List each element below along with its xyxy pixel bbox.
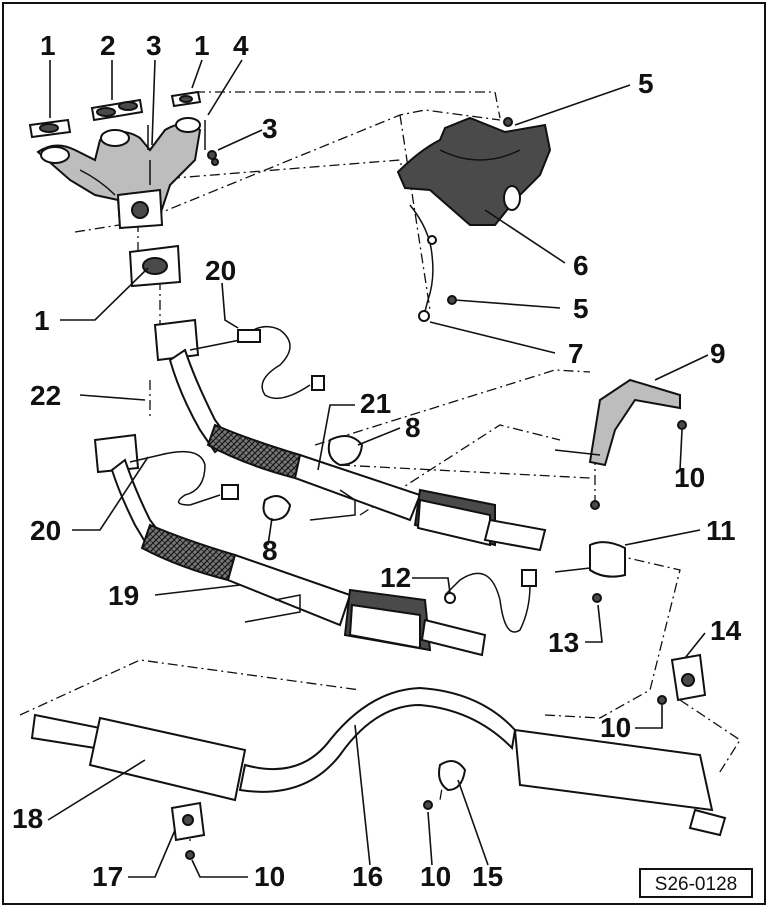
- callout-1: 1: [194, 30, 210, 61]
- callout-9: 9: [710, 338, 726, 369]
- rear-muffler: [513, 728, 727, 837]
- callout-22: 22: [30, 380, 61, 411]
- callout-5: 5: [573, 293, 589, 324]
- gasket-right: [170, 90, 202, 108]
- callout-18: 18: [12, 803, 43, 834]
- callout-8: 8: [405, 412, 421, 443]
- leader-lines: [47, 59, 709, 878]
- oxygen-sensor-lower: [129, 450, 239, 506]
- hanger-8-upper: [309, 435, 364, 521]
- front-pipe-upper: [153, 318, 547, 552]
- callout-4: 4: [233, 30, 249, 61]
- callout-8: 8: [262, 535, 278, 566]
- callout-16: 16: [352, 861, 383, 892]
- front-pipe-lower: [93, 433, 487, 657]
- callout-14: 14: [710, 615, 742, 646]
- hanger-8-lower: [244, 495, 301, 623]
- clamp-15: [423, 760, 467, 810]
- figure-reference: S26-0128: [655, 874, 737, 895]
- flange-gasket: [128, 244, 182, 288]
- exhaust-manifold: [36, 117, 202, 230]
- callout-7: 7: [568, 338, 584, 369]
- callout-10: 10: [674, 462, 705, 493]
- callout-10: 10: [254, 861, 285, 892]
- gasket-left: [28, 118, 72, 139]
- figure-reference-box: S26-0128: [639, 868, 753, 898]
- callout-12: 12: [380, 562, 411, 593]
- callout-19: 19: [108, 580, 139, 611]
- callout-13: 13: [548, 627, 579, 658]
- hanger-17: [170, 801, 206, 860]
- callout-1: 1: [34, 305, 50, 336]
- callout-3: 3: [262, 113, 278, 144]
- callout-11: 11: [706, 515, 736, 546]
- callout-17: 17: [92, 861, 123, 892]
- hanger-14: [657, 653, 707, 705]
- callout-15: 15: [472, 861, 503, 892]
- heat-shield: [396, 116, 552, 226]
- callout-21: 21: [360, 388, 391, 419]
- callout-20: 20: [205, 255, 236, 286]
- callout-20: 20: [30, 515, 61, 546]
- callout-3: 3: [146, 30, 162, 61]
- callout-5: 5: [638, 68, 654, 99]
- dipstick-bracket: [409, 117, 513, 322]
- callout-6: 6: [573, 250, 589, 281]
- clamp-11: [554, 541, 626, 603]
- manifold-studs: [147, 120, 219, 166]
- oxygen-sensor-12: [444, 569, 537, 633]
- callout-2: 2: [100, 30, 116, 61]
- gasket-middle: [90, 98, 144, 122]
- callout-1: 1: [40, 30, 56, 61]
- callout-10: 10: [600, 712, 631, 743]
- connecting-pipe: [238, 686, 517, 793]
- callout-10: 10: [420, 861, 451, 892]
- center-muffler: [30, 713, 247, 802]
- bracket-9: [554, 378, 687, 510]
- oxygen-sensor-upper: [189, 325, 325, 400]
- callout-labels: 1 2 3 1 4 3 5 6 5 7 1 20 22 21 8 9 10 20…: [12, 30, 742, 892]
